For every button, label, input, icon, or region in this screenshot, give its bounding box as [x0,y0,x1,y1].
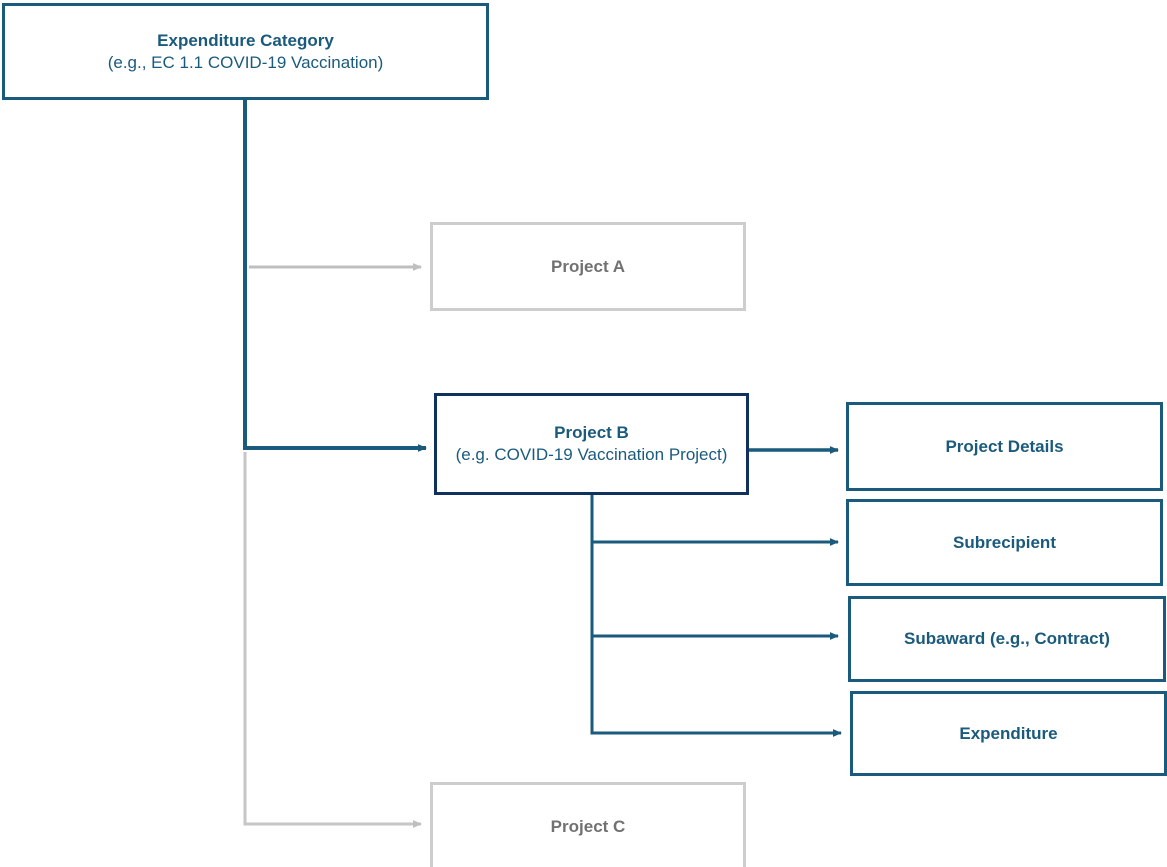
node-project-c-title: Project C [550,816,626,836]
node-expenditure-category-subtitle: (e.g., EC 1.1 COVID-19 Vaccination) [107,52,384,72]
edge-project-b-to-subrecipient [590,495,839,546]
edge-expenditure-category-to-project-b [243,100,427,452]
node-subaward-title: Subaward (e.g., Contract) [904,629,1110,649]
node-expenditure-category[interactable]: Expenditure Category (e.g., EC 1.1 COVID… [2,3,489,100]
node-project-details[interactable]: Project Details [846,402,1163,491]
node-subaward[interactable]: Subaward (e.g., Contract) [848,596,1166,682]
node-expenditure-title: Expenditure [959,723,1058,743]
node-project-details-title: Project Details [945,436,1064,456]
node-project-b-title: Project B [554,423,629,443]
node-project-b[interactable]: Project B (e.g. COVID-19 Vaccination Pro… [434,393,749,495]
node-subrecipient-title: Subrecipient [953,532,1056,552]
edge-expenditure-category-to-project-c [243,452,422,828]
node-expenditure-category-title: Expenditure Category [157,30,334,50]
node-subrecipient[interactable]: Subrecipient [846,499,1163,586]
node-project-a-title: Project A [550,256,625,276]
node-expenditure[interactable]: Expenditure [850,691,1167,776]
edge-project-b-to-expenditure [590,636,842,737]
node-project-a[interactable]: Project A [430,222,746,311]
edge-project-b-to-subaward [590,542,839,640]
node-project-c[interactable]: Project C [430,782,746,867]
node-project-b-subtitle: (e.g. COVID-19 Vaccination Project) [455,445,728,464]
